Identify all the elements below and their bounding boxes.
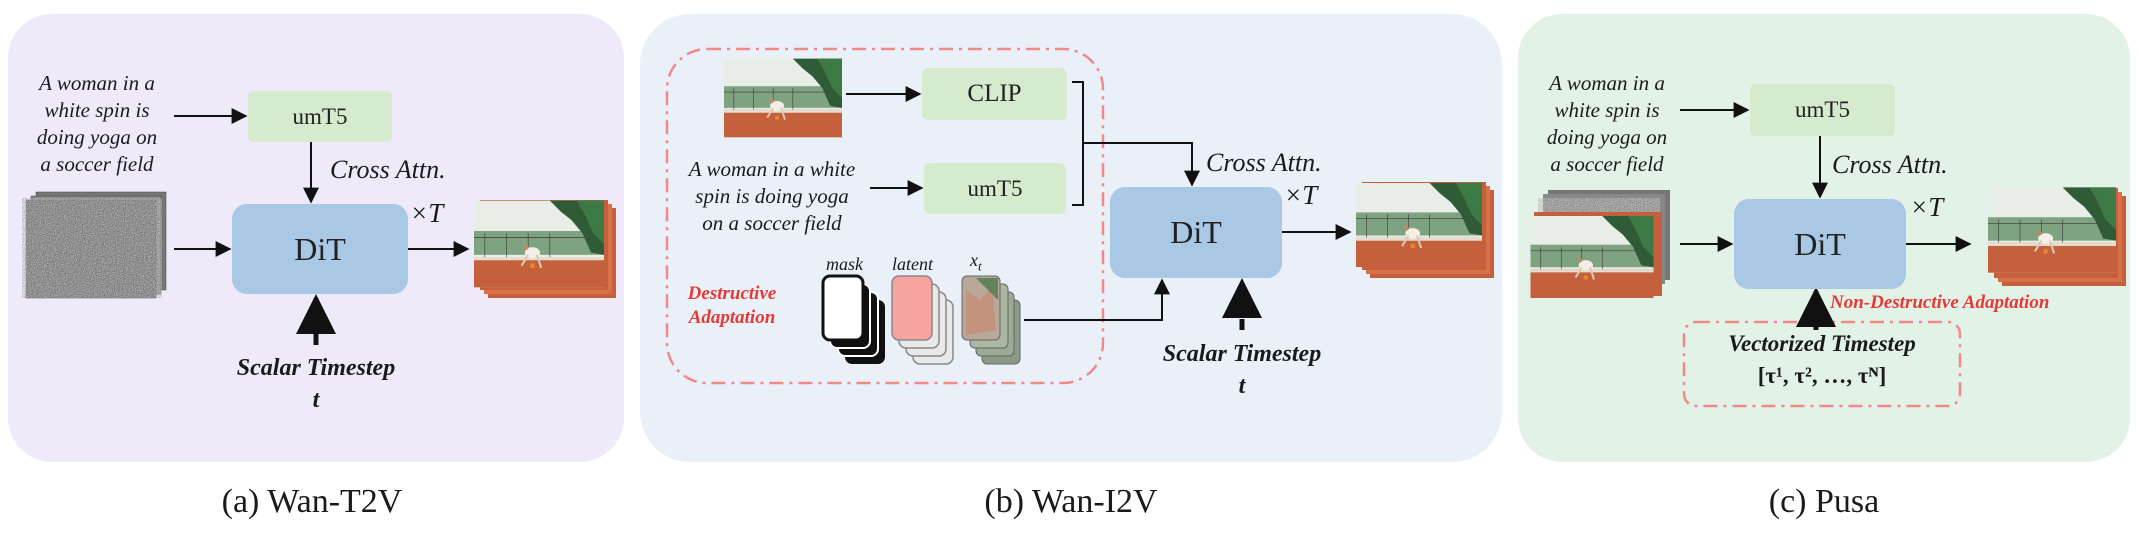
panel-a-prompt-line-3: doing yoga on <box>36 125 158 149</box>
panel-b-timestep-var: t <box>1238 373 1246 399</box>
panel-c-timestep-label: Vectorized Timestep <box>1728 331 1916 356</box>
panel-b-caption: (b) Wan-I2V <box>984 483 1158 520</box>
panel-c-cross-attn: Cross Attn. <box>1832 150 1948 179</box>
panel-b-destructive-region <box>665 47 1105 385</box>
panel-a-timestep: Scalar Timestep t <box>216 352 416 416</box>
panel-a-prompt-line-4: a soccer field <box>40 152 154 176</box>
panel-b-umt5-label: umT5 <box>924 163 1066 214</box>
panel-a-output-video <box>474 199 616 298</box>
panel-b-cross-attn: Cross Attn. <box>1206 148 1322 177</box>
panel-a-caption: (a) Wan-T2V <box>221 483 403 520</box>
panel-c-prompt-line-3: doing yoga on <box>1546 125 1668 149</box>
panel-b-dit-label: DiT <box>1110 187 1282 278</box>
panel-b-mask-label: mask <box>826 254 863 274</box>
panel-a-repeat: ×T <box>410 198 444 228</box>
panel-b-timestep-label: Scalar Timestep <box>1162 341 1322 367</box>
panel-a-noise-stack <box>22 191 167 299</box>
panel-b-clip-label: CLIP <box>922 68 1067 120</box>
panel-b-destructive-label: Destructive Adaptation <box>672 282 792 330</box>
panel-b-xt-label: xt <box>970 250 982 275</box>
panel-b-prompt: A woman in a white spin is doing yoga on… <box>672 156 872 237</box>
panel-c-umt5-label: umT5 <box>1750 84 1895 136</box>
panel-b-xt-stack <box>961 275 1021 365</box>
panel-a-timestep-var: t <box>312 387 320 413</box>
panel-b-repeat: ×T <box>1284 180 1318 210</box>
panel-b-destructive-line-1: Destructive <box>687 283 777 304</box>
panel-b-output-video <box>1356 181 1494 278</box>
panel-c-prompt-line-2: white spin is <box>1554 98 1660 122</box>
panel-b-prompt-line-1: A woman in a white <box>688 157 856 181</box>
panel-b-prompt-line-2: spin is doing yoga <box>695 184 849 208</box>
panel-b-destructive-line-2: Adaptation <box>688 307 776 328</box>
panel-c-adaptation-label: Non-Destructive Adaptation <box>1830 292 2050 313</box>
panel-a-dit-label: DiT <box>232 204 408 294</box>
panel-c-prompt: A woman in a white spin is doing yoga on… <box>1532 70 1682 178</box>
panel-b-xt-subscript: t <box>978 258 982 274</box>
panel-b-xt-symbol: x <box>970 250 978 270</box>
panel-b-prompt-line-3: on a soccer field <box>702 211 842 235</box>
panel-b-latent-stack <box>891 275 954 365</box>
panel-c-prompt-line-4: a soccer field <box>1550 152 1664 176</box>
panel-c-timestep-vector: [τ¹, τ², …, τᴺ] <box>1757 363 1887 388</box>
panel-a-cross-attn: Cross Attn. <box>330 155 446 184</box>
panel-c-output-video <box>1988 186 2126 286</box>
panel-a-umt5-label: umT5 <box>248 91 392 142</box>
panel-c-repeat: ×T <box>1910 192 1944 222</box>
panel-c-caption: (c) Pusa <box>1768 483 1880 520</box>
panel-c-input-stack <box>1530 190 1670 298</box>
panel-c-timestep: Vectorized Timestep [τ¹, τ², …, τᴺ] <box>1690 328 1954 392</box>
panel-b-mask-stack <box>821 274 885 364</box>
panel-a-timestep-label: Scalar Timestep <box>236 355 396 381</box>
panel-b-timestep: Scalar Timestep t <box>1142 338 1342 402</box>
panel-a-prompt-line-1: A woman in a <box>39 71 155 95</box>
panel-c-dit-label: DiT <box>1734 199 1906 289</box>
panel-a-prompt-line-2: white spin is <box>44 98 150 122</box>
panel-b-input-image <box>724 58 842 138</box>
panel-c-prompt-line-1: A woman in a <box>1549 71 1665 95</box>
panel-a-prompt: A woman in a white spin is doing yoga on… <box>22 70 172 178</box>
panel-b-latent-label: latent <box>892 254 933 274</box>
